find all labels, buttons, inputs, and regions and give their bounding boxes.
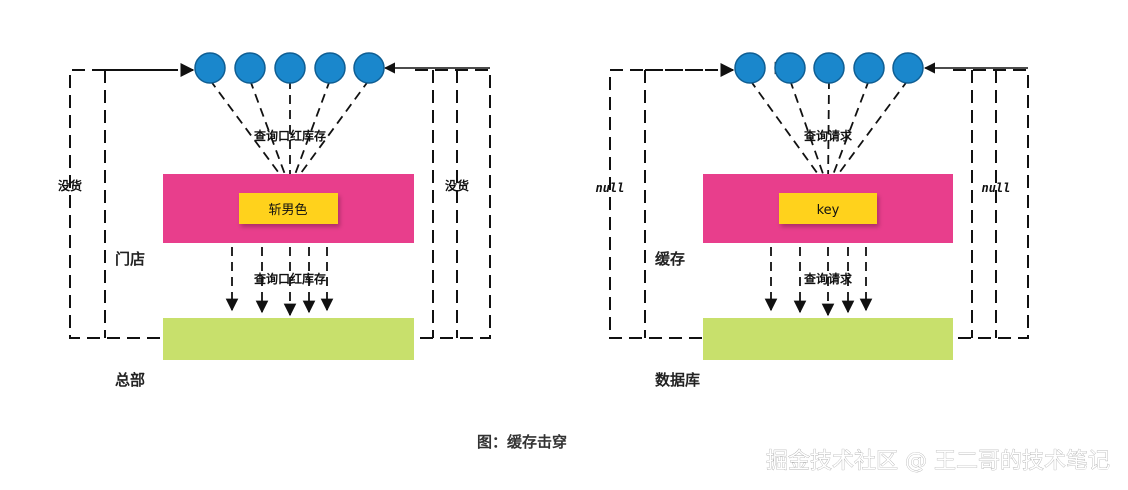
left-side-right-label: 没货	[445, 178, 469, 193]
right-db-label: 数据库	[655, 371, 700, 389]
right-side-right-label: null	[982, 181, 1011, 195]
request-node	[853, 52, 885, 84]
request-node	[194, 52, 226, 84]
right-down-arrows	[764, 247, 873, 317]
right-top-arrow-label: 查询请求	[803, 128, 853, 143]
right-bottom-arrow-label: 查询请求	[803, 271, 853, 286]
right-diagram: 查询请求 null null key 缓存 查询请求 数据库	[596, 52, 1029, 389]
request-node	[813, 52, 845, 84]
right-cache-label: 缓存	[655, 250, 685, 268]
request-node	[353, 52, 385, 84]
left-key-label: 斩男色	[268, 202, 307, 218]
left-outer-loop-left	[69, 69, 165, 339]
request-node	[274, 52, 306, 84]
watermark: 掘金技术社区 @ 王二哥的技术笔记	[766, 449, 1110, 474]
left-side-left-label: 没货	[58, 178, 82, 193]
left-down-arrows	[225, 247, 334, 317]
request-node	[892, 52, 924, 84]
request-node	[234, 52, 266, 84]
left-key-block	[239, 193, 338, 224]
right-outer-loop-right	[953, 69, 1029, 339]
right-key-label: key	[817, 203, 840, 218]
right-fan-lines	[749, 79, 909, 192]
right-outer-loop-left	[609, 69, 703, 339]
right-key-block	[779, 193, 877, 224]
right-db-block	[703, 318, 953, 360]
left-outer-loop-right	[415, 69, 491, 339]
left-cache-label: 门店	[115, 250, 145, 268]
request-node	[734, 52, 766, 84]
left-bottom-arrow-label: 查询口红库存	[253, 271, 326, 286]
left-db-label: 总部	[115, 371, 145, 389]
right-request-nodes	[734, 52, 924, 84]
figure-caption: 图：缓存击穿	[477, 433, 567, 451]
left-db-block	[163, 318, 414, 360]
request-node	[774, 52, 806, 84]
left-request-nodes	[194, 52, 385, 84]
left-top-arrow-label: 查询口红库存	[253, 128, 326, 143]
left-diagram: 查询口红库存 没货 没货 斩男色 门店 查询口红库存 总部	[58, 52, 491, 389]
right-side-left-label: null	[596, 181, 625, 195]
request-node	[314, 52, 346, 84]
